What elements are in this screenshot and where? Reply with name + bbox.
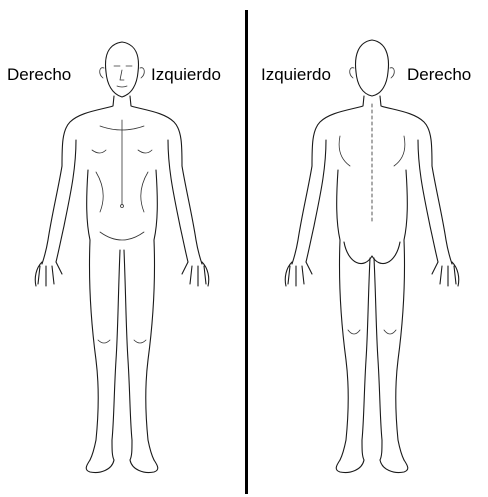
back-head: [350, 40, 395, 96]
front-torso: [62, 96, 182, 240]
front-left-side-label: Izquierdo: [151, 66, 221, 83]
back-torso: [312, 96, 432, 264]
front-legs: [86, 240, 158, 473]
back-right-side-label: Derecho: [407, 66, 471, 83]
back-left-side-label: Izquierdo: [261, 66, 331, 83]
back-legs: [336, 240, 408, 473]
front-head: [100, 42, 145, 97]
front-right-side-label: Derecho: [7, 66, 71, 83]
